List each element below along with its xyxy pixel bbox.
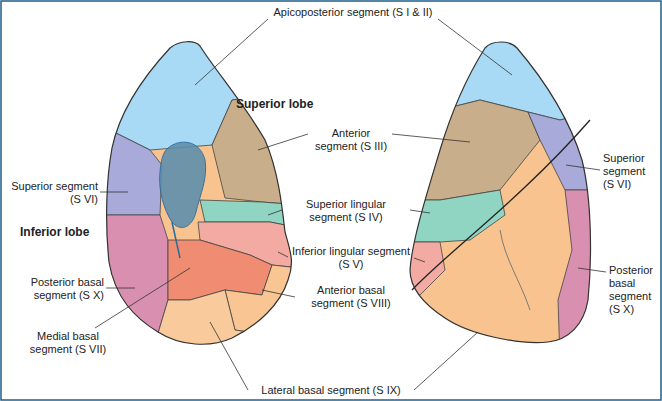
right-lung-outline <box>410 42 590 343</box>
segment-label: Superior segment (S VI) <box>603 152 659 191</box>
segment-label: Superior segment (S VI) <box>4 180 98 206</box>
fissure-line <box>172 222 180 258</box>
hilum <box>160 142 206 227</box>
left-lung-outline <box>107 42 292 345</box>
segment-label: Apicoposterior segment (S I & II) <box>268 6 438 19</box>
segment-label: Inferior lingular segment (S V) <box>291 245 411 271</box>
lobe-label: Inferior lobe <box>20 226 110 239</box>
segment-boundary <box>500 230 530 310</box>
lobe-label: Superior lobe <box>236 98 326 111</box>
segment-label: Posterior basal segment (S X) <box>609 264 659 316</box>
segment-label: Anterior segment (S III) <box>310 127 392 153</box>
right-lung-segments <box>400 30 600 360</box>
leader-lines <box>95 19 606 390</box>
segment-label: Anterior basal segment (S VIII) <box>297 284 405 310</box>
segment-label: Posterior basal segment (S X) <box>6 276 104 302</box>
segment-label: Medial basal segment (S VII) <box>28 330 108 356</box>
segment-label: Lateral basal segment (S IX) <box>250 384 412 397</box>
oblique-fissure <box>412 120 590 290</box>
segment-label: Superior lingular segment (S IV) <box>285 198 407 224</box>
left-lung-segments <box>100 30 300 360</box>
